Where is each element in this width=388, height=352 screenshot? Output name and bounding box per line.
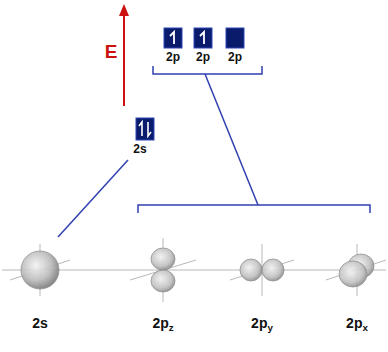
spin-down-arrow: [148, 122, 151, 136]
energy-arrow: [123, 14, 125, 106]
orbital-label: 2p: [228, 51, 242, 64]
spin-up-arrow: [139, 122, 142, 136]
py-orbital: [240, 259, 284, 281]
leader-line: [58, 160, 128, 237]
orbital-box: [136, 118, 154, 140]
spin-up-arrow: [200, 32, 204, 44]
bracket: [153, 66, 262, 74]
pz-orbital: [151, 248, 175, 292]
subscript: y: [267, 322, 272, 333]
subscript: z: [169, 322, 174, 333]
coordinate-axes: [2, 238, 386, 302]
orbital-label: 2p: [196, 51, 210, 64]
orbital-label: 2s: [32, 316, 48, 331]
spin-up-arrow: [170, 32, 174, 44]
bracket: [138, 205, 370, 213]
orbital-label: 2pz: [152, 316, 173, 334]
orbital-label: 2py: [251, 316, 273, 334]
energy-arrowhead: [119, 4, 129, 16]
orbital-label: 2p: [166, 51, 180, 64]
leader-line: [205, 74, 258, 205]
orbital-label: 2s: [133, 143, 146, 156]
orbital-label: 2px: [346, 316, 368, 334]
energy-label: E: [105, 42, 118, 63]
orbital-box: [226, 28, 244, 48]
orbital-box: [164, 28, 182, 48]
subscript: x: [362, 322, 367, 333]
px-orbital: [339, 254, 374, 287]
s-orbital: [21, 251, 59, 289]
orbital-box: [194, 28, 212, 48]
